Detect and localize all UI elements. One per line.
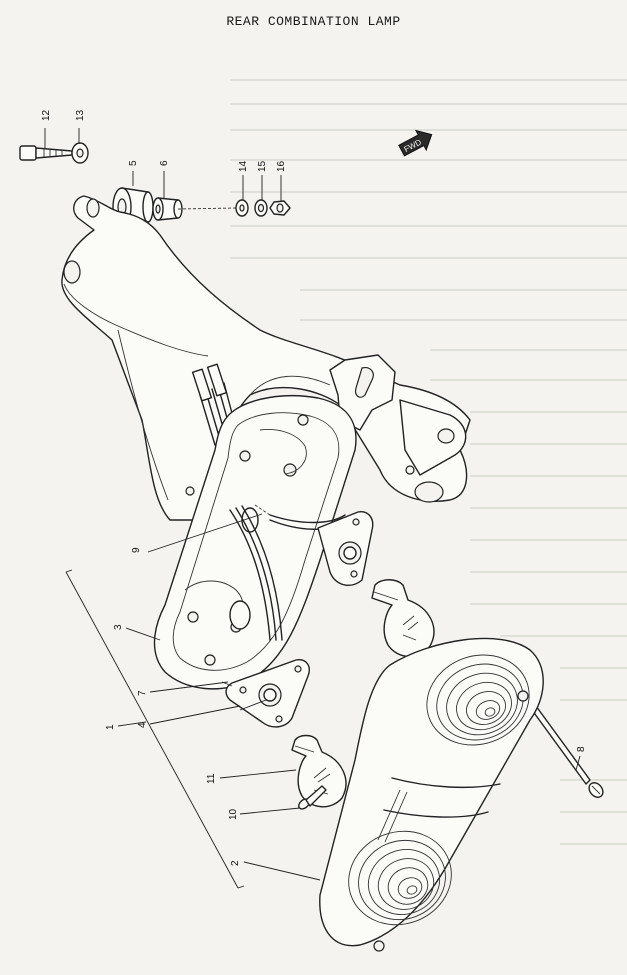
assembly-1-boundary xyxy=(65,569,245,889)
nut-16 xyxy=(269,200,291,216)
callout-7: 7 xyxy=(137,690,148,696)
lens-ripple-upper xyxy=(426,654,530,746)
callout-3: 3 xyxy=(113,624,124,630)
callout-6: 6 xyxy=(159,160,170,166)
callout-15: 15 xyxy=(257,160,268,172)
lens-ripple-lower xyxy=(348,830,452,926)
leader-lines xyxy=(44,128,581,881)
callout-10: 10 xyxy=(228,808,239,820)
bolt-12 xyxy=(19,145,73,161)
callout-14: 14 xyxy=(238,160,249,172)
washer-13 xyxy=(71,142,89,164)
screw-8 xyxy=(531,705,604,798)
bulb-upper xyxy=(371,579,435,658)
spacer-6 xyxy=(152,197,183,221)
callout-1: 1 xyxy=(105,724,116,730)
callout-labels: 12 13 5 6 14 15 16 9 3 7 4 1 11 10 8 2 xyxy=(41,109,587,866)
callout-12: 12 xyxy=(41,109,52,121)
callout-5: 5 xyxy=(128,160,139,166)
callout-11: 11 xyxy=(206,773,217,784)
callout-16: 16 xyxy=(276,160,287,172)
bleed-through-text xyxy=(230,79,627,845)
callout-2: 2 xyxy=(230,860,241,866)
bulb-11 xyxy=(291,734,347,808)
callout-9: 9 xyxy=(131,547,142,553)
lamp-lens-2 xyxy=(319,637,544,952)
lamp-housing-3 xyxy=(153,395,357,690)
washer-14 xyxy=(235,199,249,217)
callout-13: 13 xyxy=(75,109,86,121)
bulb-socket-upper xyxy=(317,511,374,586)
callout-8: 8 xyxy=(576,746,587,752)
screw-10 xyxy=(298,785,327,810)
page-title: REAR COMBINATION LAMP xyxy=(226,14,401,29)
callout-4: 4 xyxy=(137,722,148,728)
lock-washer-15 xyxy=(254,199,268,217)
